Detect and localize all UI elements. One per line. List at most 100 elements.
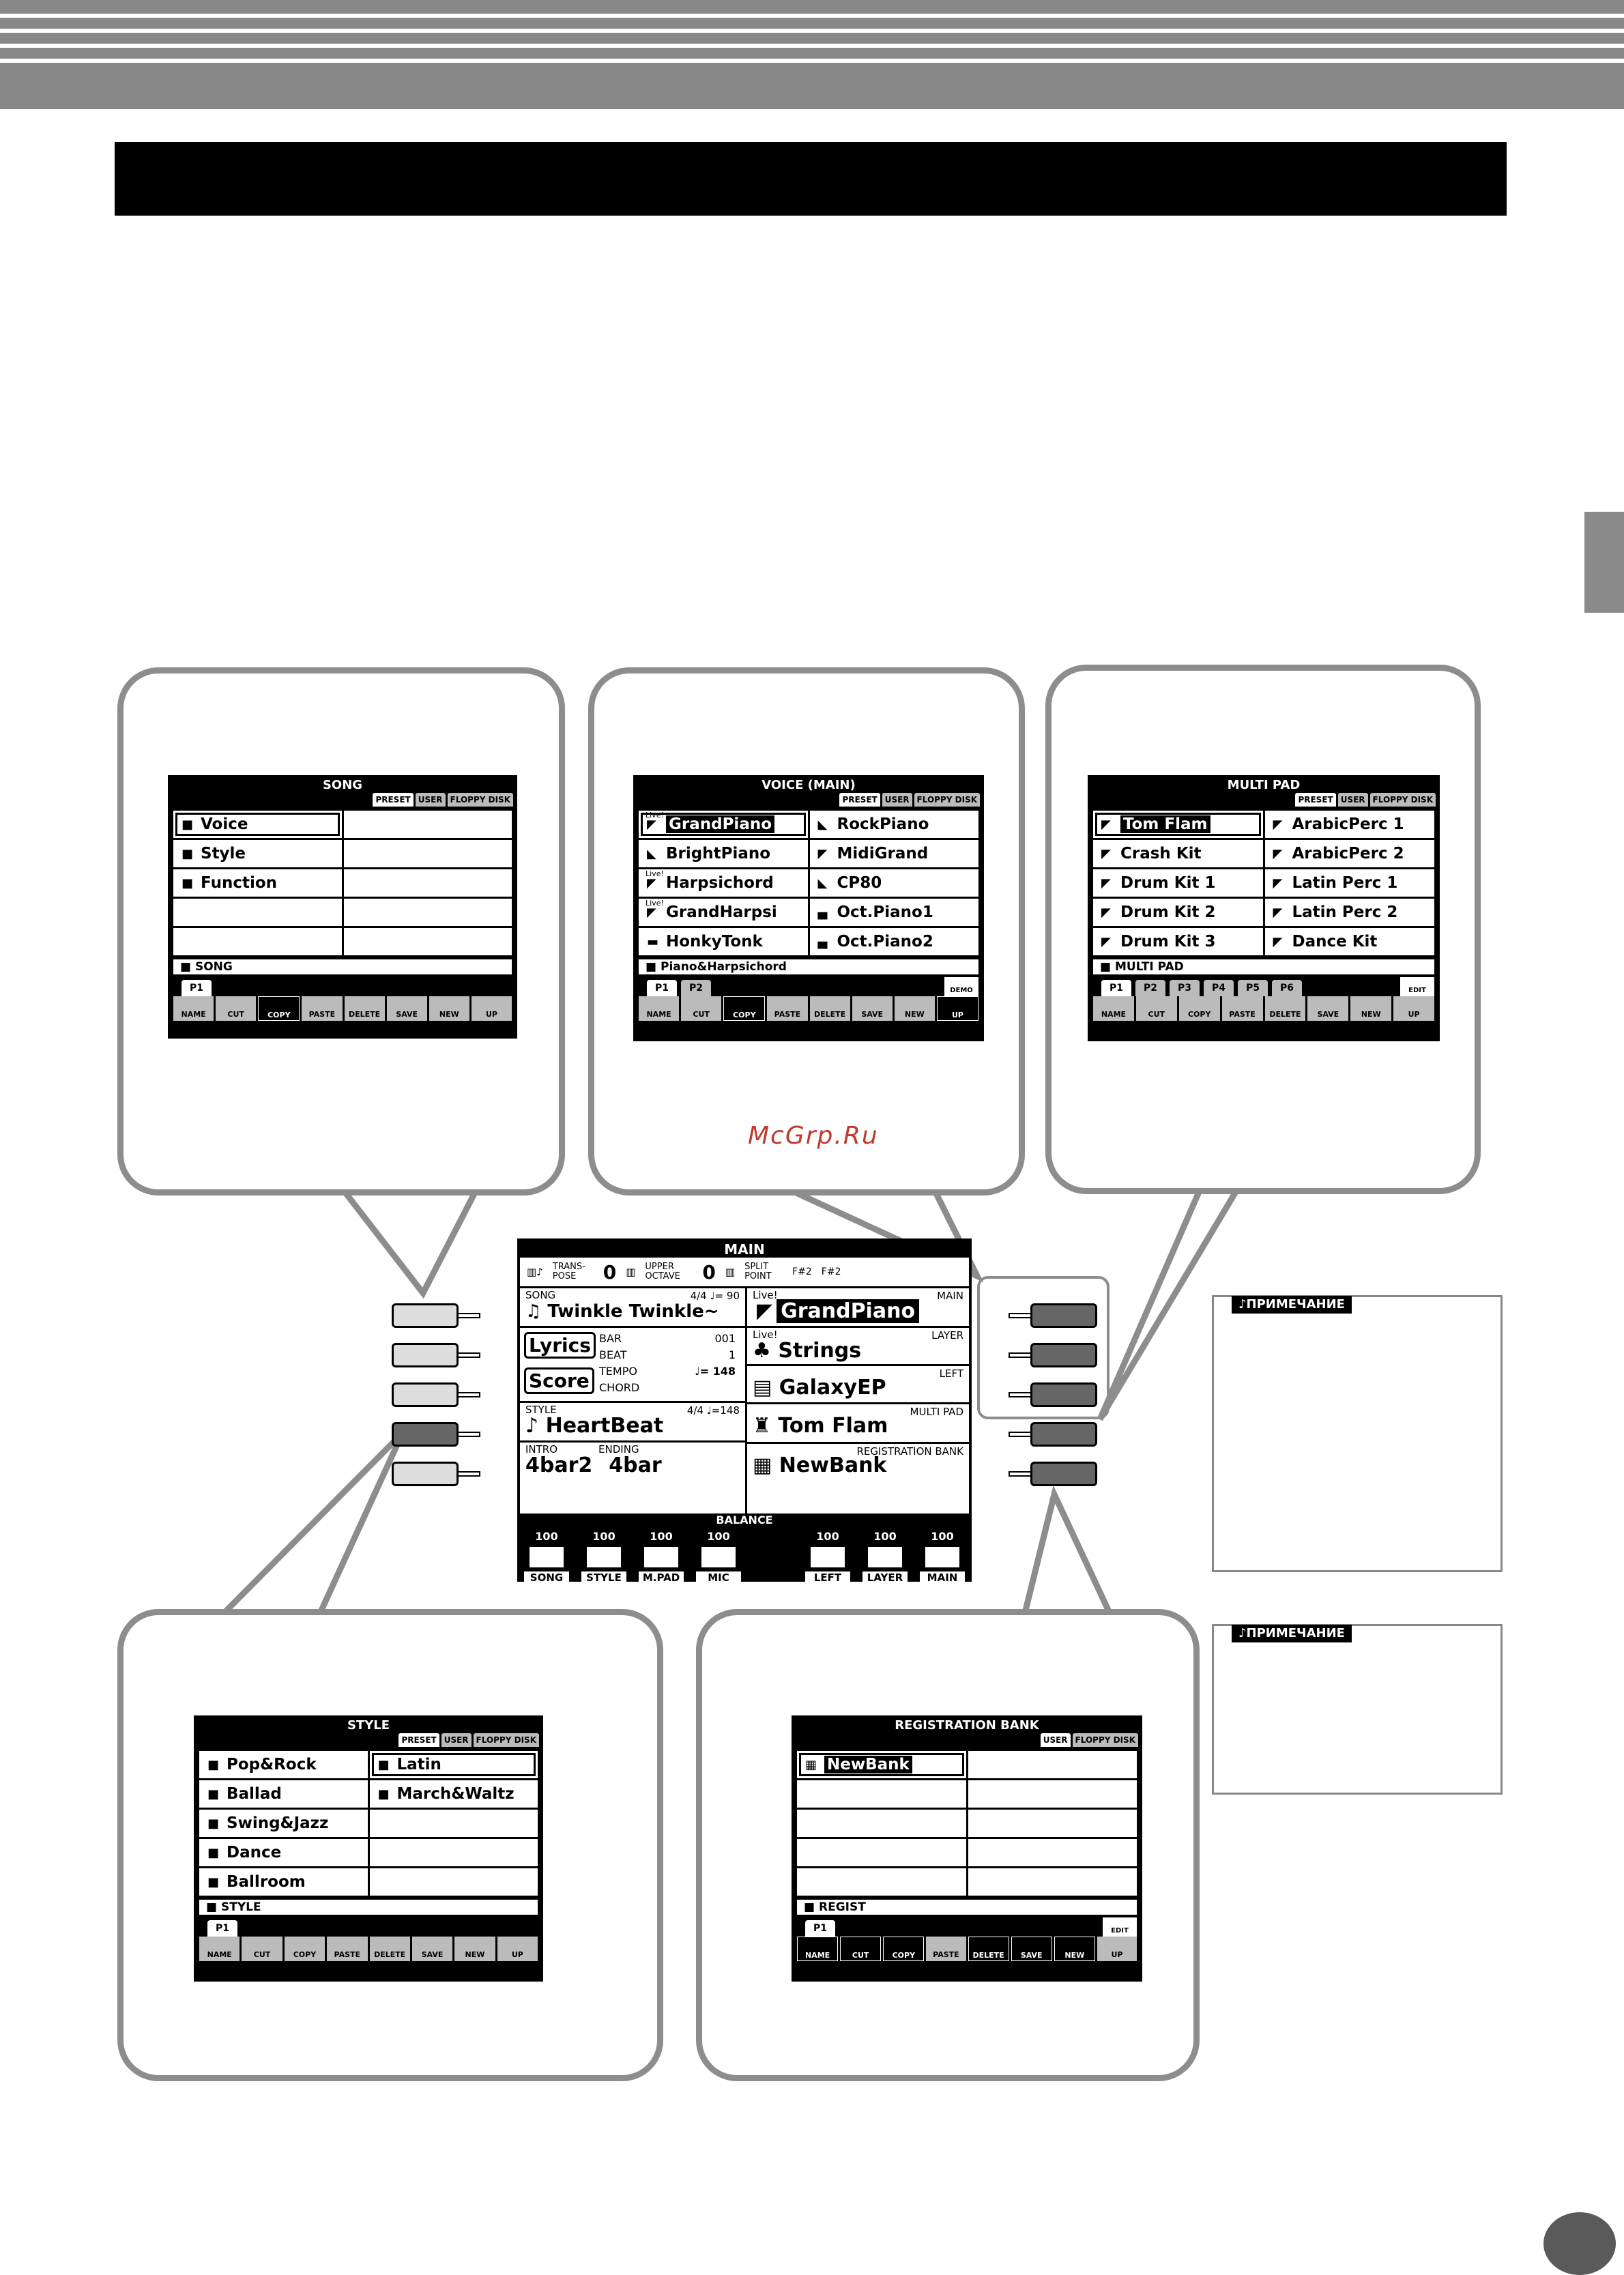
list-item[interactable]	[797, 1868, 966, 1896]
page-tab-p1[interactable]: P1	[1101, 980, 1131, 996]
list-item[interactable]	[343, 840, 512, 867]
panel-button-f[interactable]	[1009, 1303, 1097, 1328]
new-button[interactable]: NEW	[1054, 1937, 1095, 1961]
edit-button[interactable]: EDIT	[1103, 1917, 1137, 1937]
copy-button[interactable]: COPY	[883, 1937, 925, 1961]
page-tab-p1[interactable]: P1	[207, 1920, 237, 1937]
pad-item-latin-perc-1[interactable]: ◤Latin Perc 1	[1264, 869, 1434, 897]
delete-button[interactable]: DELETE	[344, 996, 385, 1021]
voice-item-midigrand[interactable]: ◤MidiGrand	[809, 840, 978, 867]
style-item-swing-jazz[interactable]: ■Swing&Jazz	[199, 1810, 368, 1837]
cut-button[interactable]: CUT	[216, 996, 257, 1021]
style-item-ballad[interactable]: ■Ballad	[199, 1780, 368, 1808]
copy-button[interactable]: COPY	[1178, 996, 1220, 1021]
copy-button[interactable]: COPY	[723, 996, 766, 1021]
name-button[interactable]: NAME	[639, 996, 680, 1021]
copy-button[interactable]: COPY	[258, 996, 300, 1021]
style-item-dance[interactable]: ■Dance	[199, 1839, 368, 1866]
list-item[interactable]	[968, 1810, 1137, 1837]
tab-user[interactable]: USER	[1040, 1733, 1071, 1747]
pad-item-drum-kit-1[interactable]: ◤Drum Kit 1	[1093, 869, 1263, 897]
left-voice-block[interactable]: LEFT ▤ GalaxyEP	[747, 1366, 969, 1404]
up-button[interactable]: UP	[471, 996, 512, 1021]
tab-user[interactable]: USER	[415, 793, 446, 807]
list-item[interactable]	[173, 928, 342, 955]
panel-button-h[interactable]	[1009, 1382, 1097, 1407]
delete-button[interactable]: DELETE	[968, 1937, 1009, 1961]
fader-knob[interactable]	[867, 1546, 903, 1569]
tab-floppy-disk[interactable]: FLOPPY DISK	[473, 1733, 539, 1747]
tab-preset[interactable]: PRESET	[373, 793, 414, 807]
cut-button[interactable]: CUT	[1135, 996, 1177, 1021]
copy-button[interactable]: COPY	[284, 1937, 325, 1961]
tab-preset[interactable]: PRESET	[839, 793, 880, 807]
up-button[interactable]: UP	[936, 996, 978, 1021]
voice-item-octpiano2[interactable]: ▄Oct.Piano2	[809, 928, 978, 955]
cut-button[interactable]: CUT	[242, 1937, 282, 1961]
list-item[interactable]	[797, 1810, 966, 1837]
list-item[interactable]	[369, 1810, 538, 1837]
tab-user[interactable]: USER	[882, 793, 912, 807]
list-item[interactable]	[343, 928, 512, 955]
page-tab-p4[interactable]: P4	[1204, 980, 1234, 996]
name-button[interactable]: NAME	[797, 1937, 839, 1961]
fader-knob[interactable]	[924, 1546, 961, 1569]
list-item[interactable]	[968, 1868, 1137, 1896]
style-block[interactable]: STYLE 4/4 ♩=148 ♪ HeartBeat	[520, 1403, 745, 1443]
list-item[interactable]	[968, 1780, 1137, 1808]
page-tab-p1[interactable]: P1	[182, 980, 212, 996]
pad-item-dance-kit[interactable]: ◤Dance Kit	[1264, 928, 1434, 955]
tab-floppy-disk[interactable]: FLOPPY DISK	[1369, 793, 1436, 807]
song-item-function[interactable]: ■Function	[173, 869, 342, 897]
page-tab-p1[interactable]: P1	[805, 1920, 835, 1937]
panel-button-j[interactable]	[1009, 1462, 1097, 1486]
voice-item-cp80[interactable]: ◣CP80	[809, 869, 978, 897]
voice-item-harpsichord[interactable]: Live!◤Harpsichord	[639, 869, 808, 897]
regbank-item-newbank[interactable]: ▦NewBank	[797, 1751, 966, 1778]
panel-button-g[interactable]	[1009, 1343, 1097, 1367]
pad-item-drum-kit-3[interactable]: ◤Drum Kit 3	[1093, 928, 1263, 955]
pad-item-arabicperc-2[interactable]: ◤ArabicPerc 2	[1264, 840, 1434, 867]
song-block[interactable]: SONG 4/4 ♩= 90 ♫ Twinkle Twinkle~	[520, 1288, 745, 1328]
save-button[interactable]: SAVE	[1011, 1937, 1052, 1961]
page-tab-p2[interactable]: P2	[681, 980, 711, 996]
cut-button[interactable]: CUT	[840, 1937, 882, 1961]
style-item-march-waltz[interactable]: ■March&Waltz	[369, 1780, 538, 1808]
tab-user[interactable]: USER	[441, 1733, 472, 1747]
main-voice-block[interactable]: Live! MAIN ◤GrandPiano	[747, 1288, 969, 1328]
tab-user[interactable]: USER	[1337, 793, 1368, 807]
save-button[interactable]: SAVE	[852, 996, 893, 1021]
list-item[interactable]	[968, 1839, 1137, 1866]
tab-floppy-disk[interactable]: FLOPPY DISK	[1072, 1733, 1138, 1747]
voice-item-brightpiano[interactable]: ◣BrightPiano	[639, 840, 808, 867]
demo-button[interactable]: DEMO	[944, 977, 978, 996]
new-button[interactable]: NEW	[1350, 996, 1392, 1021]
up-button[interactable]: UP	[1097, 1937, 1137, 1961]
up-button[interactable]: UP	[1393, 996, 1434, 1021]
fader-knob[interactable]	[528, 1546, 565, 1569]
new-button[interactable]: NEW	[429, 996, 469, 1021]
fader-knob[interactable]	[643, 1546, 680, 1569]
page-tab-p6[interactable]: P6	[1272, 980, 1302, 996]
panel-button-c[interactable]	[392, 1382, 480, 1407]
layer-voice-block[interactable]: Live! LAYER ♣ Strings	[747, 1328, 969, 1366]
name-button[interactable]: NAME	[199, 1937, 240, 1961]
score-button[interactable]: Score	[524, 1367, 594, 1394]
save-button[interactable]: SAVE	[386, 996, 427, 1021]
page-tab-p1[interactable]: P1	[647, 980, 677, 996]
pad-item-drum-kit-2[interactable]: ◤Drum Kit 2	[1093, 899, 1263, 926]
page-tab-p2[interactable]: P2	[1135, 980, 1165, 996]
tab-floppy-disk[interactable]: FLOPPY DISK	[914, 793, 980, 807]
paste-button[interactable]: PASTE	[1221, 996, 1263, 1021]
list-item[interactable]	[343, 811, 512, 838]
list-item[interactable]	[797, 1839, 966, 1866]
voice-item-honkytonk[interactable]: ▬HonkyTonk	[639, 928, 808, 955]
list-item[interactable]	[343, 899, 512, 926]
style-item-pop-rock[interactable]: ■Pop&Rock	[199, 1751, 368, 1778]
name-button[interactable]: NAME	[1093, 996, 1134, 1021]
new-button[interactable]: NEW	[454, 1937, 495, 1961]
